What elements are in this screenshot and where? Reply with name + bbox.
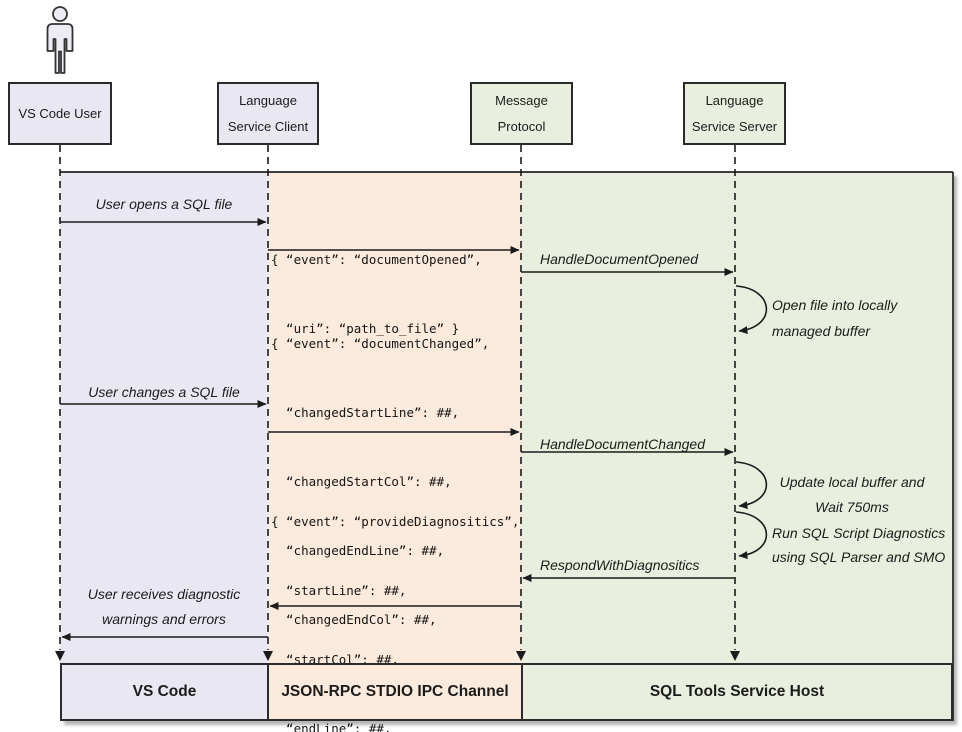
footer-vscode: VS Code	[60, 663, 269, 721]
footer-label: JSON-RPC STDIO IPC Channel	[281, 683, 509, 700]
note-run-sql-diagnostics: Run SQL Script Diagnostics using SQL Par…	[772, 521, 945, 569]
participant-label: Service Client	[227, 118, 309, 134]
note-line: Update local buffer and	[779, 474, 925, 490]
footer-service-host: SQL Tools Service Host	[521, 663, 953, 721]
lane-service-host	[521, 172, 953, 721]
payload-line: “changedEndCol”: ##,	[271, 612, 437, 627]
note-open-file-into-buffer: Open file into locally managed buffer	[772, 292, 897, 344]
label-handle-document-changed: HandleDocumentChanged	[540, 436, 705, 452]
note-line: managed buffer	[772, 323, 871, 339]
payload-line: “startLine”: ##,	[271, 583, 407, 598]
footer-ipc-channel: JSON-RPC STDIO IPC Channel	[267, 663, 523, 721]
payload-line: { “event”: “documentChanged”,	[271, 336, 490, 351]
participant-label: Message	[495, 92, 548, 108]
footer-label: SQL Tools Service Host	[649, 683, 825, 700]
participant-language-service-server: Language Service Server	[683, 82, 786, 145]
payload-line: { “event”: “provideDiagnositics”,	[271, 514, 520, 529]
participant-label: Language	[239, 92, 297, 108]
label-line: User receives diagnostic	[87, 586, 241, 602]
label-handle-document-opened: HandleDocumentOpened	[540, 251, 698, 267]
payload-line: “uri”: “path_to_file” }	[271, 321, 460, 336]
user-actor-icon	[46, 6, 74, 74]
label-respond-with-diagnostics: RespondWithDiagnositics	[540, 557, 700, 573]
participant-label: Service Server	[691, 118, 778, 134]
participant-vscode-user: VS Code User	[8, 82, 112, 145]
lane-ipc-channel	[268, 172, 521, 721]
participant-message-protocol: Message Protocol	[470, 82, 573, 145]
note-update-buffer-wait: Update local buffer and Wait 750ms	[766, 470, 938, 520]
footer-label: VS Code	[132, 683, 197, 700]
payload-line: “changedStartCol”: ##,	[271, 474, 452, 489]
note-line: Wait 750ms	[815, 499, 889, 515]
payload-line: “changedStartLine”: ##,	[271, 405, 460, 420]
participant-label: Language	[705, 92, 764, 108]
payload-line: { “event”: “documentOpened”,	[271, 252, 482, 267]
participant-language-service-client: Language Service Client	[217, 82, 319, 145]
note-line: Open file into locally	[772, 297, 898, 313]
label-user-receives-diagnostics: User receives diagnostic warnings and er…	[60, 582, 268, 632]
payload-provide-diagnostics: { “event”: “provideDiagnositics”, “start…	[271, 464, 519, 732]
payload-document-opened: { “event”: “documentOpened”, “uri”: “pat…	[271, 202, 482, 386]
label-line: warnings and errors	[102, 611, 226, 627]
lane-vscode	[60, 172, 268, 721]
payload-line: “endLine”: ##,	[271, 721, 392, 732]
participant-label: VS Code User	[18, 105, 102, 121]
payload-line: “changedEndLine”: ##,	[271, 543, 445, 558]
note-line: using SQL Parser and SMO	[772, 549, 946, 565]
label-user-opens-file: User opens a SQL file	[95, 196, 233, 212]
payload-document-changed: { “event”: “documentChanged”, “changedSt…	[271, 286, 512, 732]
label-user-changes-file: User changes a SQL file	[88, 384, 240, 400]
participant-label: Protocol	[497, 118, 546, 134]
note-line: Run SQL Script Diagnostics	[772, 525, 946, 541]
